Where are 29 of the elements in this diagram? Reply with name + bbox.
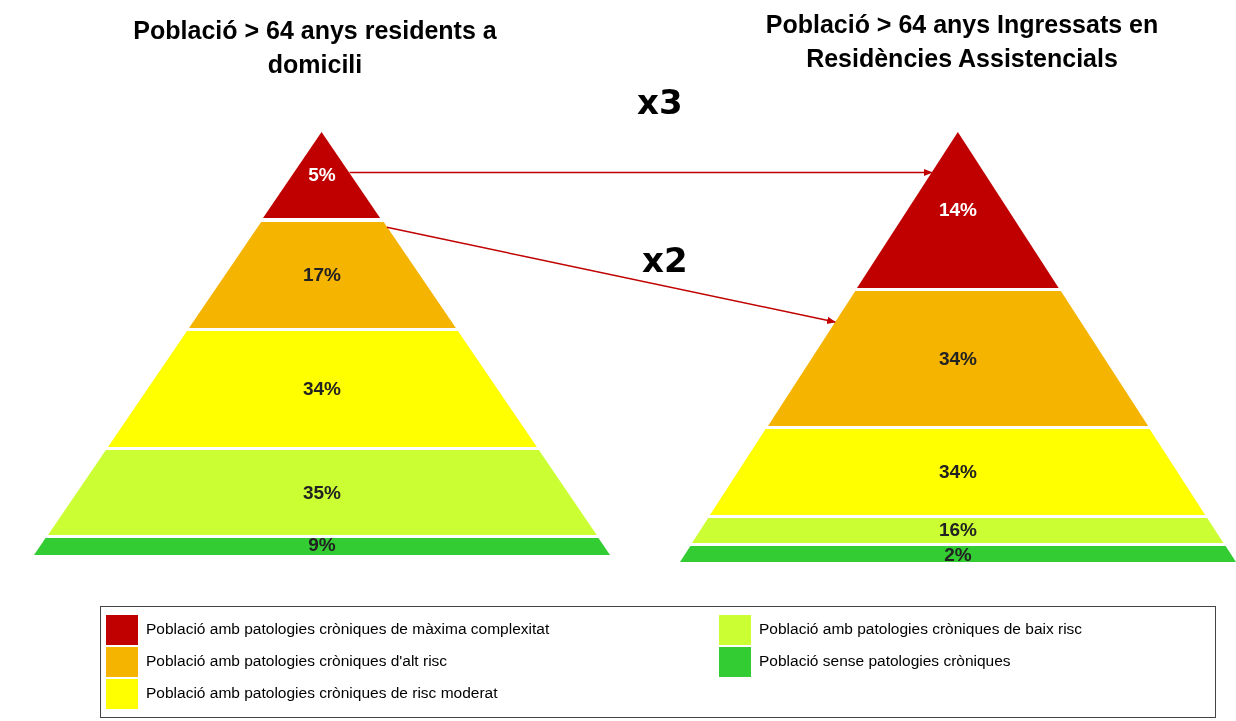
legend-label: Població sense patologies cròniques <box>759 652 1011 670</box>
pyramid-band <box>767 291 1149 426</box>
percentage-label: 35% <box>302 481 341 504</box>
legend-label: Població amb patologies cròniques d'alt risc <box>146 652 448 670</box>
arrow <box>386 226 836 324</box>
percentage-label: 34% <box>938 461 977 483</box>
percentage-label: 14% <box>938 199 977 221</box>
legend-label: Població amb patologies cròniques de baix risc <box>759 620 1083 638</box>
percentage-label: 34% <box>302 378 341 400</box>
pyramid-band <box>710 429 1206 515</box>
pyramid-band <box>47 450 597 535</box>
percentage-label: 17% <box>302 264 341 286</box>
pyramid-title: Població > 64 anys Ingressats en Residències Assistencials <box>764 9 1160 74</box>
percentage-label: 2% <box>944 544 972 566</box>
pyramid-apex <box>263 132 381 218</box>
pyramid-apex <box>857 132 1059 288</box>
pyramid-band <box>680 546 1236 562</box>
percentage-label: 5% <box>308 164 336 186</box>
pyramid-band <box>34 538 610 555</box>
pyramid-title: Població > 64 anys residents a domicili <box>132 15 498 80</box>
pyramid-band <box>188 222 456 328</box>
arrow <box>348 168 933 177</box>
percentage-label: 34% <box>938 347 977 370</box>
pyramid-band <box>692 518 1224 543</box>
legend-label: Població amb patologies cròniques de risc moderat <box>146 684 498 702</box>
legend-label: Població amb patologies cròniques de màxima complexitat <box>146 620 550 638</box>
pyramid-band <box>107 331 537 447</box>
percentage-label: 9% <box>308 534 336 556</box>
percentage-label: 16% <box>938 519 977 541</box>
